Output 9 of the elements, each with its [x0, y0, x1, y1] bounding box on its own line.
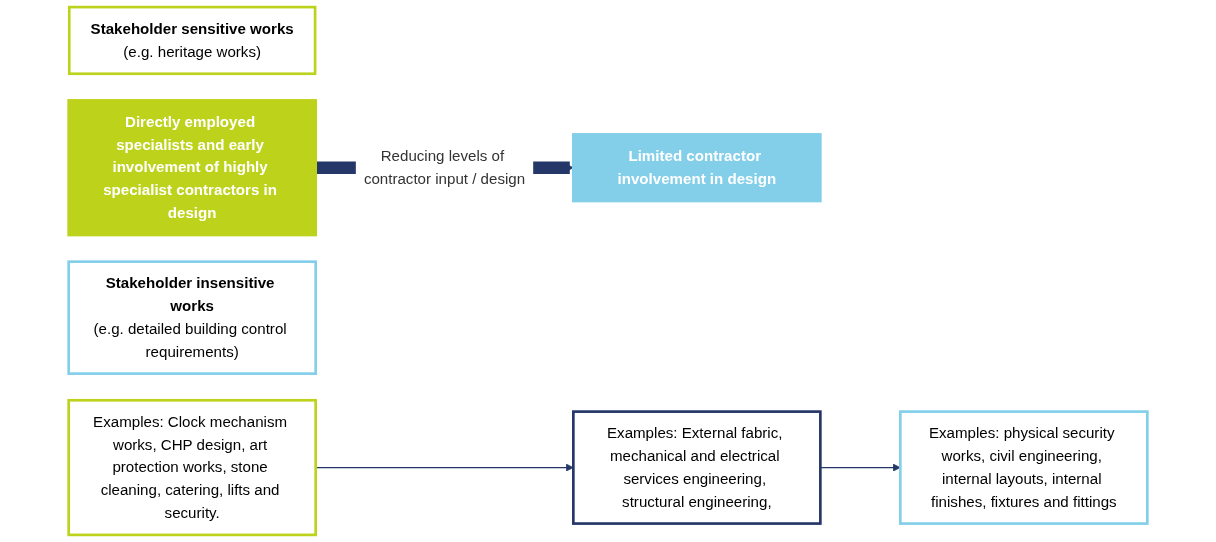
node-box: Limited contractor involvement in design: [572, 133, 822, 203]
arrow: [315, 463, 574, 472]
node-box: Stakeholder insensitive works (e.g. detailed building control requirements): [67, 260, 317, 375]
node-box: Examples: Clock mechanism works, CHP design, art protection works, stone cleaning, catering, lifts and security.: [67, 398, 317, 537]
node-box: Examples: physical security works, civil engineering, internal layouts, internal finishes, fixtures and fittings: [899, 410, 1149, 525]
node-box: Directly employed specialists and early involvement of highly specialist contractors in design: [67, 99, 317, 237]
edge-label: Reducing levels of contractor input / design: [363, 147, 526, 188]
node-box: Examples: External fabric, mechanical and electrical services engineering, structural engineering,: [572, 410, 822, 525]
node-box: Stakeholder sensitive works (e.g. heritage works): [67, 5, 317, 76]
